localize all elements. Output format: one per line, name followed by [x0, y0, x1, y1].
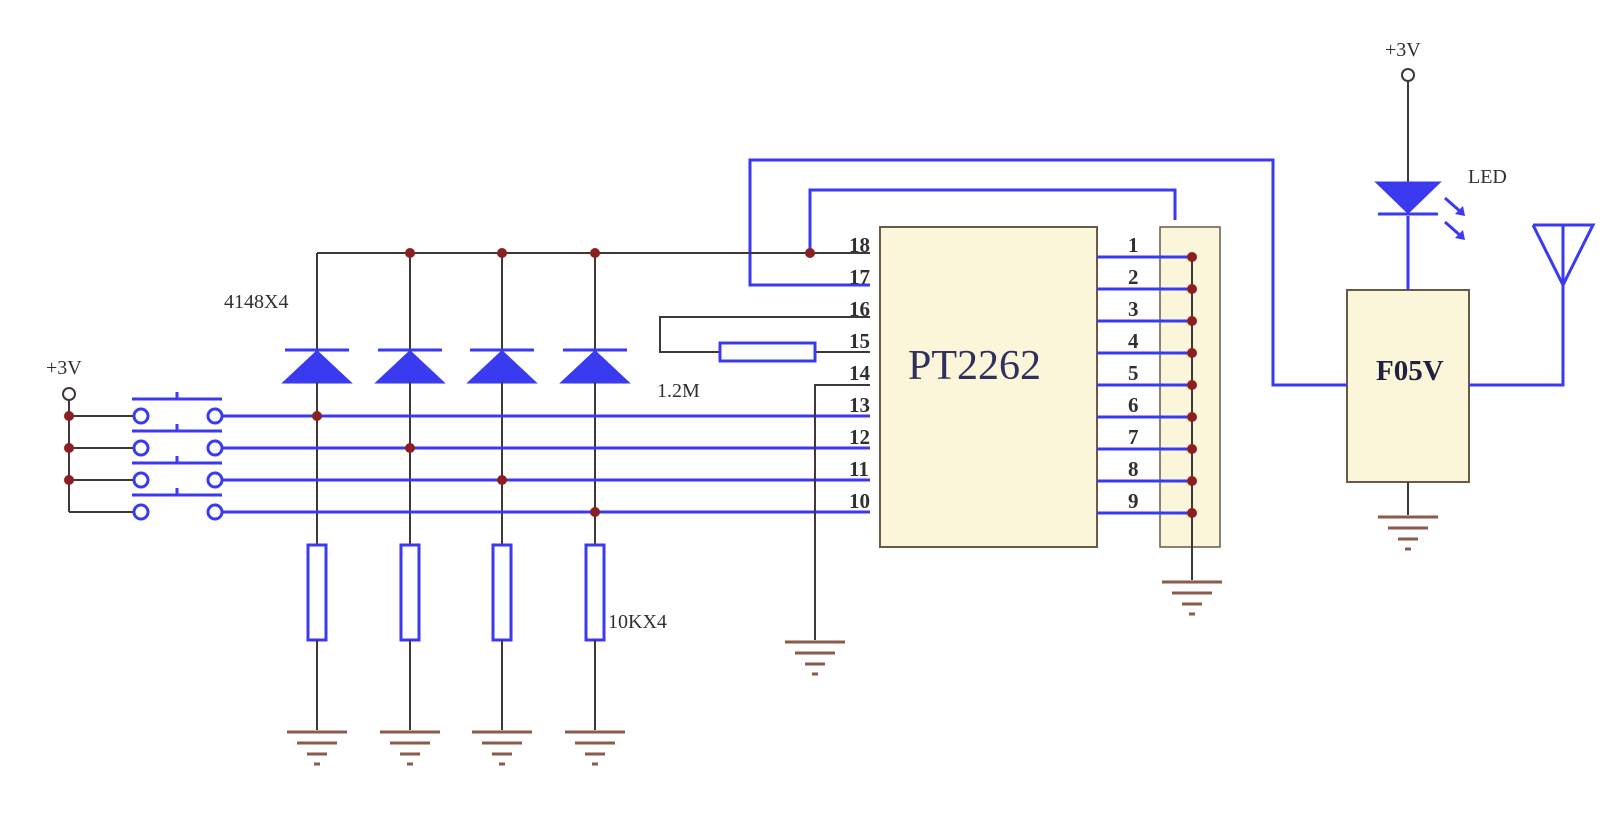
module-name: F05V	[1376, 355, 1444, 387]
ground-icon	[472, 730, 532, 766]
supply-left-label: +3V	[46, 357, 82, 379]
chip-left-pins: 18 17 16 15 14 13 12 11 10	[849, 233, 871, 513]
diode-d1	[281, 348, 353, 384]
ground-icon	[1378, 515, 1438, 551]
button-s3	[132, 456, 224, 489]
osc-resistor-label: 1.2M	[657, 380, 700, 402]
resistor-r3	[491, 543, 513, 642]
diode-d4	[559, 348, 631, 384]
pin-label: 4	[1128, 329, 1139, 353]
address-header	[1097, 226, 1221, 580]
ground-icon	[1162, 580, 1222, 616]
f05v-module: F05V	[1335, 289, 1470, 515]
pin-label: 5	[1128, 361, 1139, 385]
resistor-label: 10KX4	[608, 611, 667, 633]
antenna-icon	[1469, 223, 1596, 387]
top-feedback-wires	[748, 158, 1335, 387]
led-indicator: +3V LED	[1374, 39, 1507, 290]
osc-resistor: 1.2M	[657, 316, 870, 402]
chip-name: PT2262	[908, 343, 1041, 389]
ground-symbols	[287, 515, 1438, 766]
resistor-r1	[306, 543, 328, 642]
supply-right-label: +3V	[1385, 39, 1421, 61]
pin-label: 18	[849, 233, 870, 257]
diode-anode-rail	[316, 248, 870, 350]
pin-label: 1	[1128, 233, 1139, 257]
ground-icon	[380, 730, 440, 766]
diode-d3	[466, 348, 538, 384]
button-s4	[132, 488, 224, 521]
diode-array: 4148X4	[224, 291, 631, 384]
pt2262-chip: PT2262 18 17 16 15 14 13 12 11 10 1 2 3 …	[849, 226, 1139, 548]
pin-label: 17	[849, 265, 870, 289]
pin-label: 6	[1128, 393, 1139, 417]
left-supply: +3V	[46, 357, 140, 513]
chip-right-pins: 1 2 3 4 5 6 7 8 9	[1128, 233, 1139, 513]
pulldown-network: 10KX4	[306, 382, 667, 730]
pin-label: 10	[849, 489, 870, 513]
pin-label: 3	[1128, 297, 1139, 321]
pin14-ground-wire	[814, 384, 870, 640]
diode-label: 4148X4	[224, 291, 288, 313]
resistor-osc	[718, 341, 817, 363]
ground-icon	[785, 640, 845, 676]
diode-d2	[374, 348, 446, 384]
push-buttons	[132, 392, 224, 521]
pin-label: 14	[849, 361, 871, 385]
ground-icon	[565, 730, 625, 766]
button-s2	[132, 424, 224, 457]
pin-label: 13	[849, 393, 870, 417]
pin-label: 9	[1128, 489, 1139, 513]
pin-label: 15	[849, 329, 870, 353]
button-s1	[132, 392, 224, 425]
pin-label: 7	[1128, 425, 1139, 449]
resistor-r4	[584, 543, 606, 642]
pin-label: 2	[1128, 265, 1139, 289]
pin-label: 8	[1128, 457, 1139, 481]
pin-label: 11	[849, 457, 869, 481]
led-icon	[1374, 181, 1442, 215]
led-label: LED	[1468, 166, 1507, 188]
ground-icon	[287, 730, 347, 766]
pin-label: 16	[849, 297, 870, 321]
data-input-wires	[215, 411, 870, 517]
resistor-r2	[399, 543, 421, 642]
led-emission-arrows	[1444, 196, 1465, 240]
pin-label: 12	[849, 425, 870, 449]
